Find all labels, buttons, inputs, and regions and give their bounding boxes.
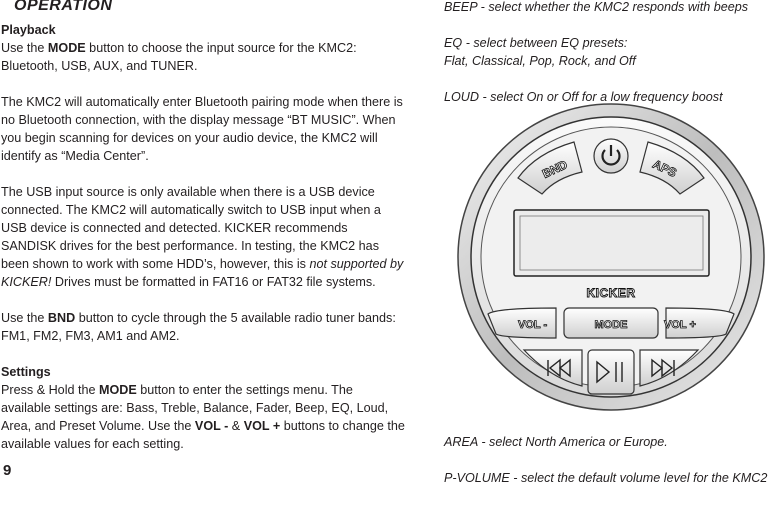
settings-heading: Settings [1,365,51,379]
p5-c: & [228,419,244,433]
eq-setting: EQ - select between EQ presets: Flat, Cl… [444,34,774,70]
p5-a: Press & Hold the [1,383,99,397]
kicker-logo: KICKER [586,286,635,300]
rewind-icon [547,358,571,378]
power-button[interactable] [593,138,629,174]
kmc2-device-illustration: BND APS KICKER VOL - MODE VOL + [456,98,766,416]
p5-d: buttons to change the available values f… [1,419,405,451]
power-icon [601,149,621,166]
p4-a: Use the [1,311,48,325]
fast-forward-icon [651,358,675,378]
left-column: Playback Use the MODE button to choose t… [1,21,406,471]
lcd-display [513,209,710,277]
p4-bnd: BND [47,311,76,325]
bnd-button[interactable]: BND [517,141,583,195]
p3-b: Drives must be formatted in FAT16 or FAT… [51,275,376,289]
eq-line1: EQ - select between EQ presets: [444,36,628,50]
pvolume-setting: P-VOLUME - select the default volume lev… [444,471,768,485]
right-column-top: BEEP - select whether the KMC2 responds … [444,0,774,124]
mode-button[interactable]: MODE [563,307,659,339]
p4-b: button to cycle through the 5 available … [1,311,396,343]
section-title: OPERATION [14,0,113,14]
p1-mode: MODE [47,41,86,55]
bt-paragraph: The KMC2 will automatically enter Blueto… [1,95,403,163]
beep-setting: BEEP - select whether the KMC2 responds … [444,0,749,14]
vol-plus-label: VOL + [664,319,696,331]
p5-volplus: VOL + [243,419,281,433]
settings-section: Settings Press & Hold the MODE button to… [1,363,406,453]
play-pause-icon [596,360,623,384]
p5-b: button to enter the settings menu. The a… [1,383,389,433]
p1-b: button to choose the input source for th… [1,41,357,73]
playback-heading: Playback [1,23,56,37]
usb-paragraph: The USB input source is only available w… [1,183,406,291]
loud-setting: LOUD - select On or Off for a low freque… [444,90,723,104]
play-pause-button[interactable] [587,349,635,395]
previous-track-button[interactable] [522,349,583,387]
vol-plus-button[interactable]: VOL + [664,307,735,339]
right-column-bottom: AREA - select North America or Europe. P… [444,433,774,505]
p3-italic: not supported by KICKER! [1,257,404,289]
p5-mode: MODE [99,383,137,397]
p5-volminus: VOL - [194,419,229,433]
playback-section: Playback Use the MODE button to choose t… [1,21,406,75]
mode-label: MODE [595,319,628,331]
eq-line2: Flat, Classical, Pop, Rock, and Off [444,54,636,68]
aps-button[interactable]: APS [639,141,705,195]
next-track-button[interactable] [639,349,700,387]
bnd-paragraph: Use the BND button to cycle through the … [1,309,406,345]
p3-a: The USB input source is only available w… [1,185,381,271]
vol-minus-button[interactable]: VOL - [487,307,557,339]
vol-minus-label: VOL - [518,319,547,331]
page-number: 9 [3,462,12,479]
device-svg: BND APS KICKER VOL - MODE VOL + [457,103,765,411]
p1-a: Use the [1,41,48,55]
area-setting: AREA - select North America or Europe. [444,435,668,449]
